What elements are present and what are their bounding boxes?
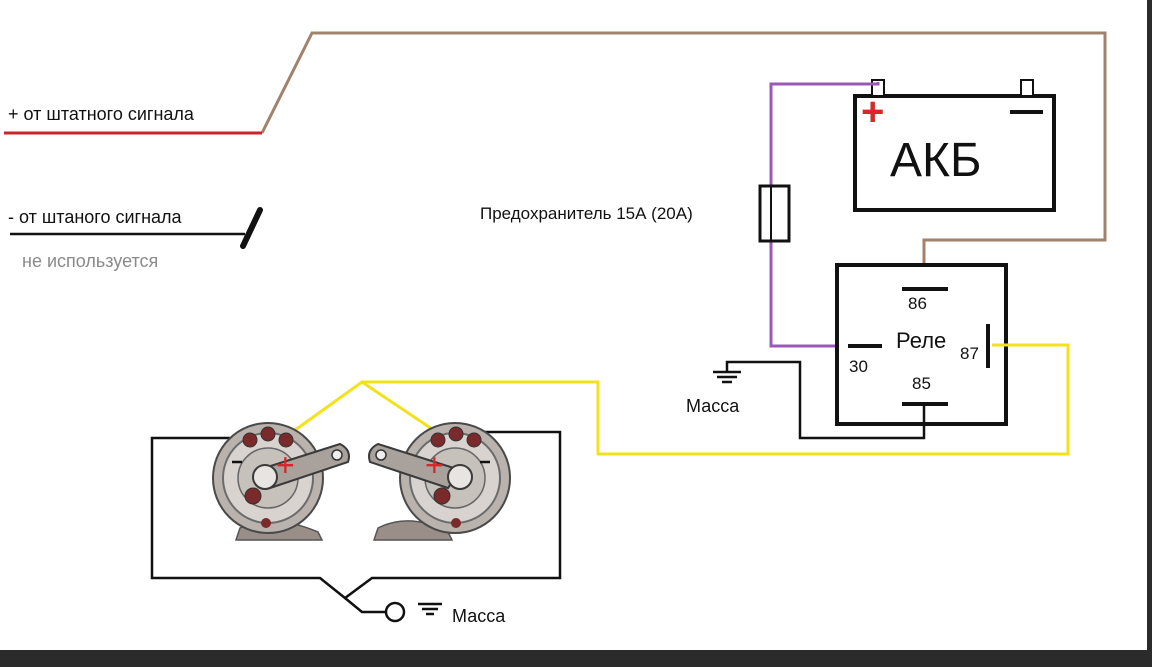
fuse-label: Предохранитель 15А (20А) <box>480 204 693 223</box>
horn-left-plus: + <box>276 447 295 483</box>
battery-body <box>853 94 1056 212</box>
fuse <box>758 184 791 243</box>
relay-ground-wire <box>725 360 926 440</box>
minus-signal-label: - от штаного сигнала <box>8 207 183 227</box>
battery-plus-sign: + <box>861 90 884 134</box>
brown-wire <box>260 31 1107 290</box>
wire-cut-mark <box>240 207 263 249</box>
ground-symbol-horns <box>418 602 442 616</box>
ground-symbol-relay <box>713 370 741 384</box>
yellow-wire-branch <box>361 380 439 435</box>
plus-signal-label: + от штатного сигнала <box>8 104 195 124</box>
relay-label: Реле <box>896 328 946 353</box>
pin-85-label: 85 <box>912 374 931 393</box>
ground-horns-label: Масса <box>452 606 506 626</box>
horn-ground-lead <box>344 597 386 614</box>
ground-lug <box>384 601 406 623</box>
horn-right <box>368 422 511 541</box>
pin-86-label: 86 <box>908 294 927 313</box>
horn-left <box>212 422 350 541</box>
pin-30-label: 30 <box>849 357 868 376</box>
purple-wire <box>769 82 880 348</box>
not-used-label: не используется <box>22 251 158 271</box>
horn-right-plus: + <box>425 447 444 483</box>
ground-relay-label: Масса <box>686 396 740 416</box>
pin-87-label: 87 <box>960 344 979 363</box>
battery-label: АКБ <box>890 134 981 187</box>
battery-minus-terminal <box>1020 79 1034 97</box>
